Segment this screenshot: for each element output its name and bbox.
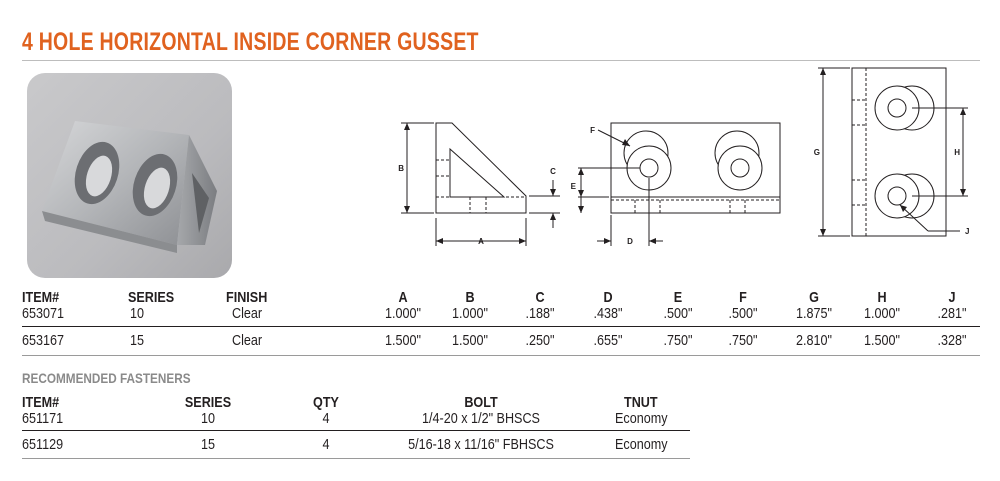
- spec-header-b: B: [465, 289, 475, 306]
- dim-label-g: G: [814, 148, 820, 157]
- spec-header-item: ITEM#: [22, 289, 60, 306]
- spec-cell-d: .438": [593, 305, 623, 322]
- dim-label-a: A: [478, 237, 484, 246]
- side-view-cutout: [449, 147, 506, 198]
- spec-cell-g: 2.810": [795, 332, 833, 349]
- spec-header-e: E: [673, 289, 683, 306]
- fastener-cell-bolt: 1/4-20 x 1/2" BHSCS: [422, 410, 540, 427]
- spec-cell-j: .328": [937, 332, 967, 349]
- fastener-header-bolt: BOLT: [464, 394, 498, 411]
- title-divider: [22, 60, 980, 61]
- spec-header-c: C: [535, 289, 545, 306]
- spec-header-h: H: [877, 289, 887, 306]
- row-divider: [22, 355, 980, 356]
- spec-cell-e: .750": [663, 332, 693, 349]
- dim-label-f: F: [590, 126, 595, 135]
- spec-header-d: D: [603, 289, 613, 306]
- spec-cell-c: .188": [525, 305, 555, 322]
- spec-cell-finish: Clear: [232, 305, 263, 322]
- fastener-header-qty: QTY: [313, 394, 339, 411]
- spec-cell-finish: Clear: [232, 332, 263, 349]
- fastener-header-series: SERIES: [184, 394, 232, 411]
- dim-label-b: B: [398, 164, 404, 173]
- fastener-cell-qty: 4: [322, 436, 330, 453]
- spec-cell-series: 10: [130, 305, 145, 322]
- top-view-outline: [851, 67, 947, 237]
- spec-cell-f: .750": [728, 332, 758, 349]
- spec-header-finish: FINISH: [226, 289, 268, 306]
- spec-header-a: A: [398, 289, 408, 306]
- fastener-cell-series: 15: [200, 436, 216, 453]
- fastener-header-tnut: TNUT: [624, 394, 658, 411]
- spec-cell-e: .500": [663, 305, 693, 322]
- spec-cell-j: .281": [937, 305, 967, 322]
- spec-cell-h: 1.000": [863, 305, 901, 322]
- dim-label-e: E: [571, 182, 577, 191]
- fastener-header-item: ITEM#: [22, 394, 60, 411]
- spec-cell-f: .500": [728, 305, 758, 322]
- spec-cell-a: 1.500": [384, 332, 422, 349]
- dim-label-j: J: [965, 227, 969, 236]
- spec-cell-g: 1.875": [795, 305, 833, 322]
- fastener-cell-tnut: Economy: [615, 410, 668, 427]
- spec-cell-d: .655": [593, 332, 623, 349]
- spec-header-series: SERIES: [128, 289, 175, 306]
- dim-label-d: D: [627, 237, 633, 246]
- spec-cell-h: 1.500": [863, 332, 901, 349]
- technical-drawing: B A C E F D G H J: [398, 67, 969, 246]
- spec-cell-b: 1.500": [451, 332, 489, 349]
- spec-header-g: G: [809, 289, 819, 306]
- spec-header-j: J: [948, 289, 956, 306]
- fastener-cell-tnut: Economy: [615, 436, 668, 453]
- spec-header-f: F: [739, 289, 747, 306]
- spec-cell-item: 653167: [22, 332, 65, 349]
- spec-cell-item: 653071: [22, 305, 65, 322]
- fastener-cell-item: 651171: [22, 410, 64, 427]
- dim-label-c: C: [550, 167, 556, 176]
- spec-cell-a: 1.000": [384, 305, 422, 322]
- page-title: 4 HOLE HORIZONTAL INSIDE CORNER GUSSET: [22, 28, 479, 56]
- side-view-outline: [435, 122, 527, 214]
- fastener-cell-qty: 4: [322, 410, 330, 427]
- spec-cell-series: 15: [130, 332, 145, 349]
- fasteners-heading: RECOMMENDED FASTENERS: [22, 370, 191, 386]
- fastener-cell-bolt: 5/16-18 x 11/16" FBHSCS: [408, 436, 554, 453]
- product-photo: [27, 73, 232, 278]
- fastener-cell-series: 10: [200, 410, 216, 427]
- row-divider: [22, 430, 690, 431]
- row-divider: [22, 326, 980, 327]
- row-divider: [22, 458, 690, 459]
- fastener-cell-item: 651129: [22, 436, 64, 453]
- spec-cell-b: 1.000": [451, 305, 489, 322]
- spec-cell-c: .250": [525, 332, 555, 349]
- dim-label-h: H: [954, 148, 960, 157]
